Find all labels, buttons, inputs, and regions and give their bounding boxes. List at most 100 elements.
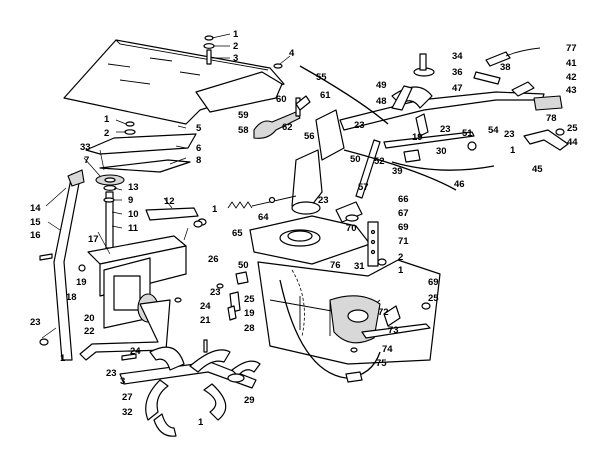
callout-77: 77 <box>566 43 577 54</box>
clutch-lever <box>523 128 569 151</box>
callout-72: 72 <box>378 307 389 318</box>
callout-18: 18 <box>66 292 77 303</box>
callout-62: 62 <box>282 122 293 133</box>
callout-76: 76 <box>330 260 341 271</box>
callout-20: 20 <box>84 313 95 324</box>
callout-13: 13 <box>128 182 139 193</box>
callout-labels: 1 2 3 4 1 2 5 6 33 7 8 13 9 14 15 10 11 … <box>30 29 578 428</box>
callout-50b: 50 <box>350 154 361 165</box>
callout-2: 2 <box>233 41 238 52</box>
callout-3: 3 <box>233 53 238 64</box>
callout-23d: 23 <box>318 195 329 206</box>
callout-71: 71 <box>398 236 409 247</box>
callout-2b: 2 <box>104 128 109 139</box>
callout-9: 9 <box>128 195 133 206</box>
callout-1d: 1 <box>60 353 66 364</box>
callout-25a: 25 <box>244 294 255 305</box>
callout-19a: 19 <box>76 277 87 288</box>
callout-64: 64 <box>258 212 269 223</box>
callout-56: 56 <box>304 131 315 142</box>
callout-10: 10 <box>128 209 139 220</box>
callout-3b: 3 <box>120 376 125 387</box>
spring-50 <box>227 195 297 209</box>
gearbox-housing <box>257 259 441 365</box>
callout-44: 44 <box>567 137 578 148</box>
callout-12: 12 <box>164 196 175 207</box>
pin-16 <box>39 253 53 261</box>
callout-1: 1 <box>233 29 239 40</box>
callout-23f: 23 <box>354 120 365 131</box>
callout-17: 17 <box>88 234 99 245</box>
callout-58: 58 <box>238 125 249 136</box>
callout-50a: 50 <box>238 260 249 271</box>
callout-30: 30 <box>436 146 447 157</box>
callout-49: 49 <box>376 80 387 91</box>
side-handle <box>53 169 85 361</box>
reverse-rod <box>361 302 431 339</box>
callout-57: 57 <box>358 182 369 193</box>
callout-6: 6 <box>196 143 201 154</box>
callout-25b: 25 <box>428 293 439 304</box>
callout-54: 54 <box>488 125 499 136</box>
washer-4 <box>273 63 283 69</box>
callout-69b: 69 <box>398 222 409 233</box>
leader-lines <box>41 33 291 339</box>
engine-cover <box>249 215 371 265</box>
callout-78: 78 <box>546 113 557 124</box>
callout-31: 31 <box>354 261 365 272</box>
callout-24a: 24 <box>130 346 141 357</box>
callout-65: 65 <box>232 228 243 239</box>
callout-38: 38 <box>500 62 511 73</box>
callout-8: 8 <box>196 155 201 166</box>
top-cover-part <box>63 39 285 125</box>
callout-1g: 1 <box>510 145 516 156</box>
callout-47: 47 <box>452 83 463 94</box>
callout-4: 4 <box>289 48 295 59</box>
mount-plate <box>85 121 197 155</box>
callout-26: 26 <box>208 254 219 265</box>
callout-23e: 23 <box>504 129 515 140</box>
callout-61: 61 <box>320 90 331 101</box>
callout-28: 28 <box>244 323 255 334</box>
callout-51: 51 <box>462 128 473 139</box>
callout-1e: 1 <box>198 417 204 428</box>
callout-67: 67 <box>398 208 409 219</box>
callout-45: 45 <box>532 164 543 175</box>
callout-74: 74 <box>382 344 393 355</box>
callout-11: 11 <box>128 223 139 234</box>
callout-23b: 23 <box>106 368 117 379</box>
callout-7: 7 <box>84 155 89 166</box>
callout-41: 41 <box>566 58 577 69</box>
callout-2c: 2 <box>398 252 403 263</box>
callout-23a: 23 <box>30 317 41 328</box>
callout-27: 27 <box>122 392 133 403</box>
steering-column <box>291 109 345 215</box>
callout-19b: 19 <box>244 308 255 319</box>
callout-14: 14 <box>30 203 41 214</box>
callout-39: 39 <box>392 166 403 177</box>
callout-25c: 25 <box>567 123 578 134</box>
misc-fasteners <box>121 113 429 383</box>
callout-52: 52 <box>374 156 385 167</box>
callout-22: 22 <box>84 326 95 337</box>
callout-15: 15 <box>30 217 41 228</box>
callout-34: 34 <box>452 51 463 62</box>
linkage-rod <box>383 131 475 149</box>
tine-assembly <box>119 346 261 437</box>
bracket-12 <box>145 207 199 221</box>
callout-66: 66 <box>398 194 409 205</box>
callout-75: 75 <box>376 358 387 369</box>
control-cables <box>279 65 495 379</box>
callout-23g: 23 <box>440 124 451 135</box>
callout-73: 73 <box>388 325 399 336</box>
callout-5: 5 <box>196 123 202 134</box>
callout-24b: 24 <box>200 301 211 312</box>
callout-19c: 19 <box>412 132 423 143</box>
throttle-knob <box>253 95 311 139</box>
callout-32: 32 <box>122 407 133 418</box>
callout-1f: 1 <box>398 265 404 276</box>
callout-46: 46 <box>454 179 465 190</box>
callout-43: 43 <box>566 85 577 96</box>
callout-70: 70 <box>346 223 357 234</box>
